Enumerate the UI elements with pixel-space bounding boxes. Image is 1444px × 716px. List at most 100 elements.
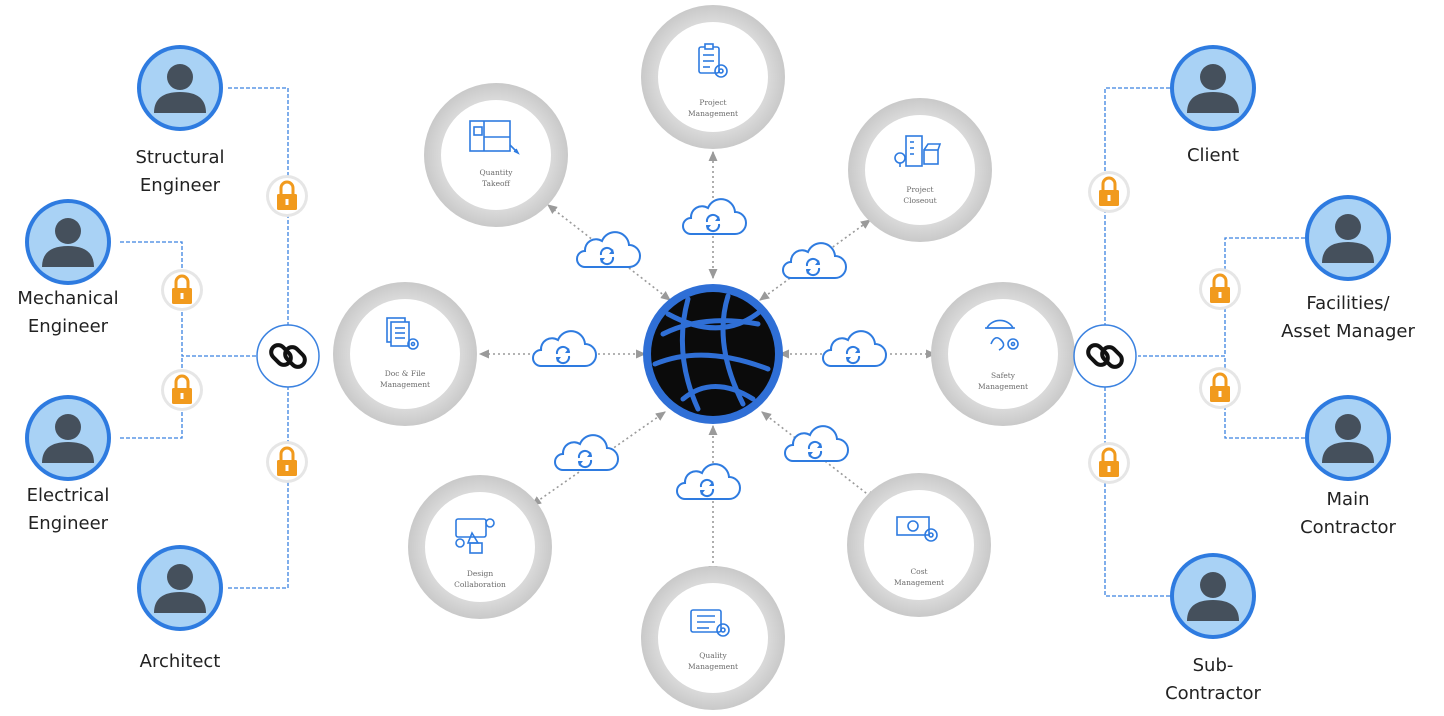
label-line: Client [1186, 145, 1240, 166]
central-hub [643, 284, 783, 424]
cloud-sync-icon [682, 198, 747, 235]
user-icon [1187, 572, 1239, 621]
label-cost-management: Cost Management [894, 566, 944, 588]
lock-icon [161, 269, 203, 311]
label-line: Engineer [27, 316, 109, 337]
label-line: Management [893, 578, 945, 587]
label-facilities-asset-manager: Facilities/ Asset Manager [1281, 290, 1415, 346]
label-mechanical-engineer: Mechanical Engineer [17, 285, 118, 341]
label-line: Electrical [26, 485, 110, 506]
label-line: Management [687, 109, 739, 118]
label-safety-management: Safety Management [978, 370, 1028, 392]
label-design-collaboration: Design Collaboration [454, 568, 506, 590]
module-cost-management [847, 473, 991, 617]
label-line: Management [687, 662, 739, 671]
connector-sub-contractor [1104, 380, 1170, 597]
label-line: Quality [699, 651, 727, 660]
label-doc-file-management: Doc & File Management [380, 368, 430, 390]
link-hub-left [256, 324, 320, 388]
checklist-gear-icon [690, 609, 730, 637]
clipboard-gear-icon [698, 43, 728, 78]
module-doc-file-management [333, 282, 477, 426]
label-project-closeout: Project Closeout [903, 184, 936, 206]
lock-icon [1199, 367, 1241, 409]
label-structural-engineer: Structural Engineer [135, 144, 224, 200]
connector-mechanical [120, 241, 256, 357]
module-circles [333, 5, 1075, 710]
label-line: Cost [910, 567, 928, 576]
avatar-client [1170, 45, 1256, 131]
user-icon [1187, 64, 1239, 113]
label-line: Asset Manager [1281, 321, 1415, 342]
label-line: Collaboration [454, 580, 506, 589]
label-line: Closeout [903, 196, 937, 205]
label-line: Main [1326, 489, 1370, 510]
user-icon [1322, 414, 1374, 463]
helmet-gear-icon [985, 319, 1019, 351]
label-quantity-takeoff: Quantity Takeoff [480, 167, 513, 189]
connector-client [1104, 87, 1170, 334]
cloud-sync-icon [822, 330, 887, 367]
module-design-collaboration [408, 475, 552, 619]
module-project-management [641, 5, 785, 149]
label-line: Engineer [139, 175, 221, 196]
connector-architect [228, 378, 289, 589]
avatar-mechanical-engineer [25, 199, 111, 285]
avatar-facilities-asset-manager [1305, 195, 1391, 281]
label-line: Contractor [1300, 517, 1396, 538]
module-quality-management [641, 566, 785, 710]
sync-clouds [532, 198, 887, 500]
label-line: Architect [139, 651, 221, 672]
locks [161, 171, 1241, 484]
label-line: Takeoff [482, 179, 510, 188]
lock-icon [266, 175, 308, 217]
chain-link-icon [269, 343, 307, 369]
label-line: Safety [990, 371, 1016, 380]
lock-icon [1088, 171, 1130, 213]
avatar-main-contractor [1305, 395, 1391, 481]
lock-icon [1088, 442, 1130, 484]
module-quantity-takeoff [424, 83, 568, 227]
label-line: Management [379, 380, 431, 389]
building-box-icon [894, 135, 942, 167]
cloud-sync-icon [532, 330, 597, 367]
label-main-contractor: Main Contractor [1300, 486, 1396, 542]
connector-structural [228, 87, 289, 338]
network-globe-icon [652, 293, 771, 412]
label-line: Engineer [27, 513, 109, 534]
cloud-sync-icon [784, 425, 849, 462]
cloud-sync-icon [782, 242, 847, 279]
lock-icon [1199, 268, 1241, 310]
avatar-structural-engineer [137, 45, 223, 131]
arrow-quantity-takeoff [547, 204, 671, 301]
label-quality-management: Quality Management [688, 650, 738, 672]
avatar-architect [137, 545, 223, 631]
label-line: Design [466, 569, 494, 578]
module-project-closeout [848, 98, 992, 242]
user-icon [154, 64, 206, 113]
user-icon [1322, 214, 1374, 263]
lock-icon [161, 369, 203, 411]
label-line: Management [977, 382, 1029, 391]
label-line: Quantity [479, 168, 513, 177]
cloud-sync-icon [554, 434, 619, 471]
user-icon [42, 414, 94, 463]
label-line: Project [699, 98, 727, 107]
label-line: Facilities/ [1306, 293, 1390, 314]
avatar-sub-contractor [1170, 553, 1256, 639]
design-collab-icon [455, 518, 495, 554]
blueprint-icon [469, 120, 520, 155]
user-icon [42, 218, 94, 267]
user-icon [154, 564, 206, 613]
link-hub-right [1073, 324, 1137, 388]
label-project-management: Project Management [688, 97, 738, 119]
module-safety-management [931, 282, 1075, 426]
documents-gear-icon [386, 317, 419, 350]
label-line: Sub- [1192, 655, 1234, 676]
money-gear-icon [896, 516, 938, 542]
cloud-sync-icon [676, 463, 741, 500]
label-line: Doc & File [384, 369, 426, 378]
label-line: Structural [135, 147, 225, 168]
label-client: Client [1187, 142, 1239, 170]
chain-link-icon [1086, 343, 1124, 369]
